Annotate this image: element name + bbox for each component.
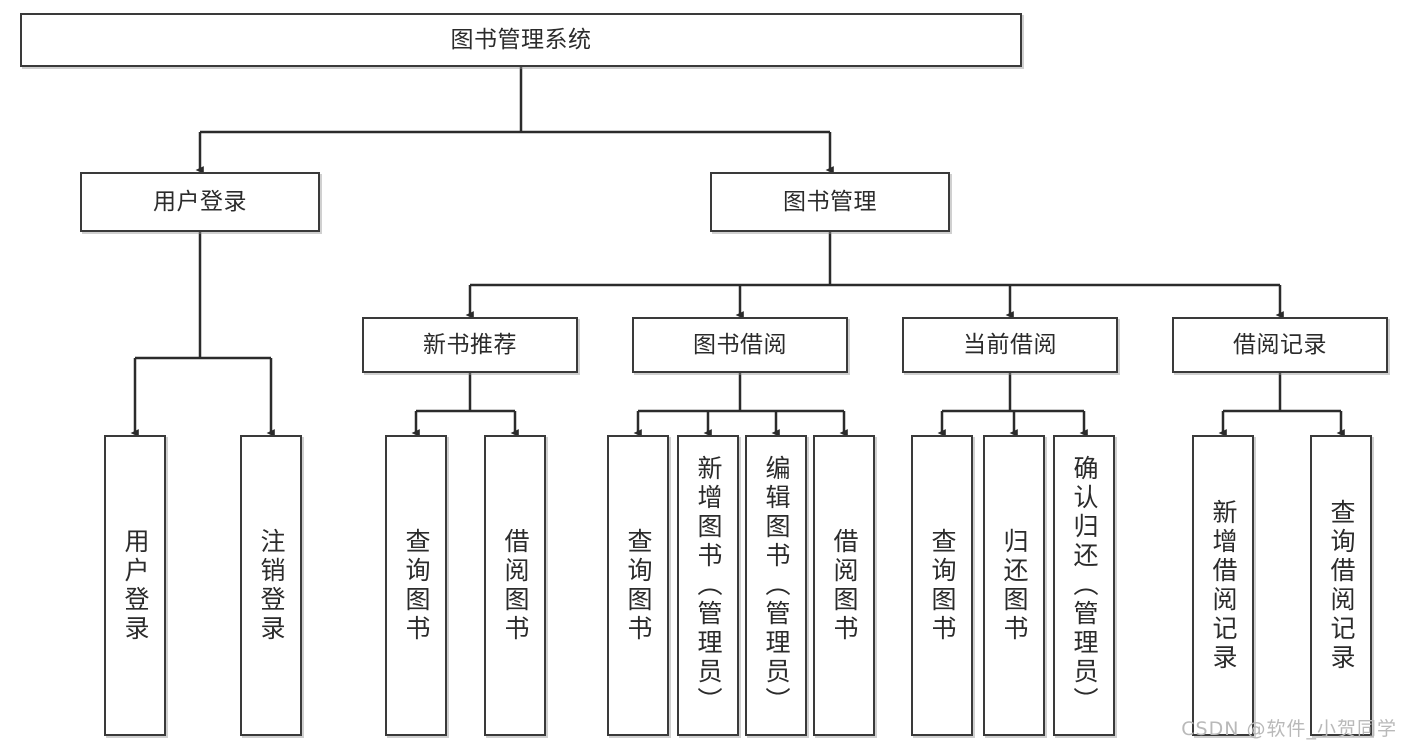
node-label: 图书管理系统 [450,26,592,53]
node-label: 新增借阅记录 [1209,498,1238,673]
node-leaf-cur-3[interactable]: 确认归还（管理员） [1053,435,1115,736]
node-leaf-bor-2[interactable]: 新增图书（管理员） [677,435,739,736]
node-leaf-cur-2[interactable]: 归还图书 [983,435,1045,736]
node-label: 确认归还（管理员） [1070,455,1099,716]
node-label: 图书借阅 [693,331,787,358]
node-label: 图书管理 [783,188,877,215]
node-label: 新增图书（管理员） [694,455,723,716]
node-leaf-new-1[interactable]: 查询图书 [385,435,447,736]
node-leaf-login-1[interactable]: 用户登录 [104,435,166,736]
node-login[interactable]: 用户登录 [80,172,320,232]
node-label: 借阅图书 [830,527,859,644]
watermark-text: CSDN @软件_小贺同学 [1181,718,1397,740]
node-label: 查询借阅记录 [1327,498,1356,673]
node-label: 当前借阅 [963,331,1057,358]
node-leaf-bor-4[interactable]: 借阅图书 [813,435,875,736]
node-label: 查询图书 [402,527,431,644]
node-newbook[interactable]: 新书推荐 [362,317,578,373]
node-bookmgmt[interactable]: 图书管理 [710,172,950,232]
node-leaf-login-2[interactable]: 注销登录 [240,435,302,736]
node-label: 编辑图书（管理员） [762,455,791,716]
node-label: 用户登录 [153,188,247,215]
node-label: 查询图书 [624,527,653,644]
node-label: 注销登录 [257,527,286,644]
node-label: 用户登录 [121,527,150,644]
node-borrow[interactable]: 图书借阅 [632,317,848,373]
node-leaf-rec-1[interactable]: 新增借阅记录 [1192,435,1254,736]
node-label: 归还图书 [1000,527,1029,644]
node-label: 查询图书 [928,527,957,644]
node-leaf-cur-1[interactable]: 查询图书 [911,435,973,736]
node-current[interactable]: 当前借阅 [902,317,1118,373]
node-leaf-bor-1[interactable]: 查询图书 [607,435,669,736]
node-leaf-rec-2[interactable]: 查询借阅记录 [1310,435,1372,736]
node-leaf-bor-3[interactable]: 编辑图书（管理员） [745,435,807,736]
node-records[interactable]: 借阅记录 [1172,317,1388,373]
node-label: 借阅图书 [501,527,530,644]
connector-lines [130,67,1345,437]
node-label: 借阅记录 [1233,331,1327,358]
node-root[interactable]: 图书管理系统 [20,13,1022,67]
node-label: 新书推荐 [423,331,517,358]
node-leaf-new-2[interactable]: 借阅图书 [484,435,546,736]
